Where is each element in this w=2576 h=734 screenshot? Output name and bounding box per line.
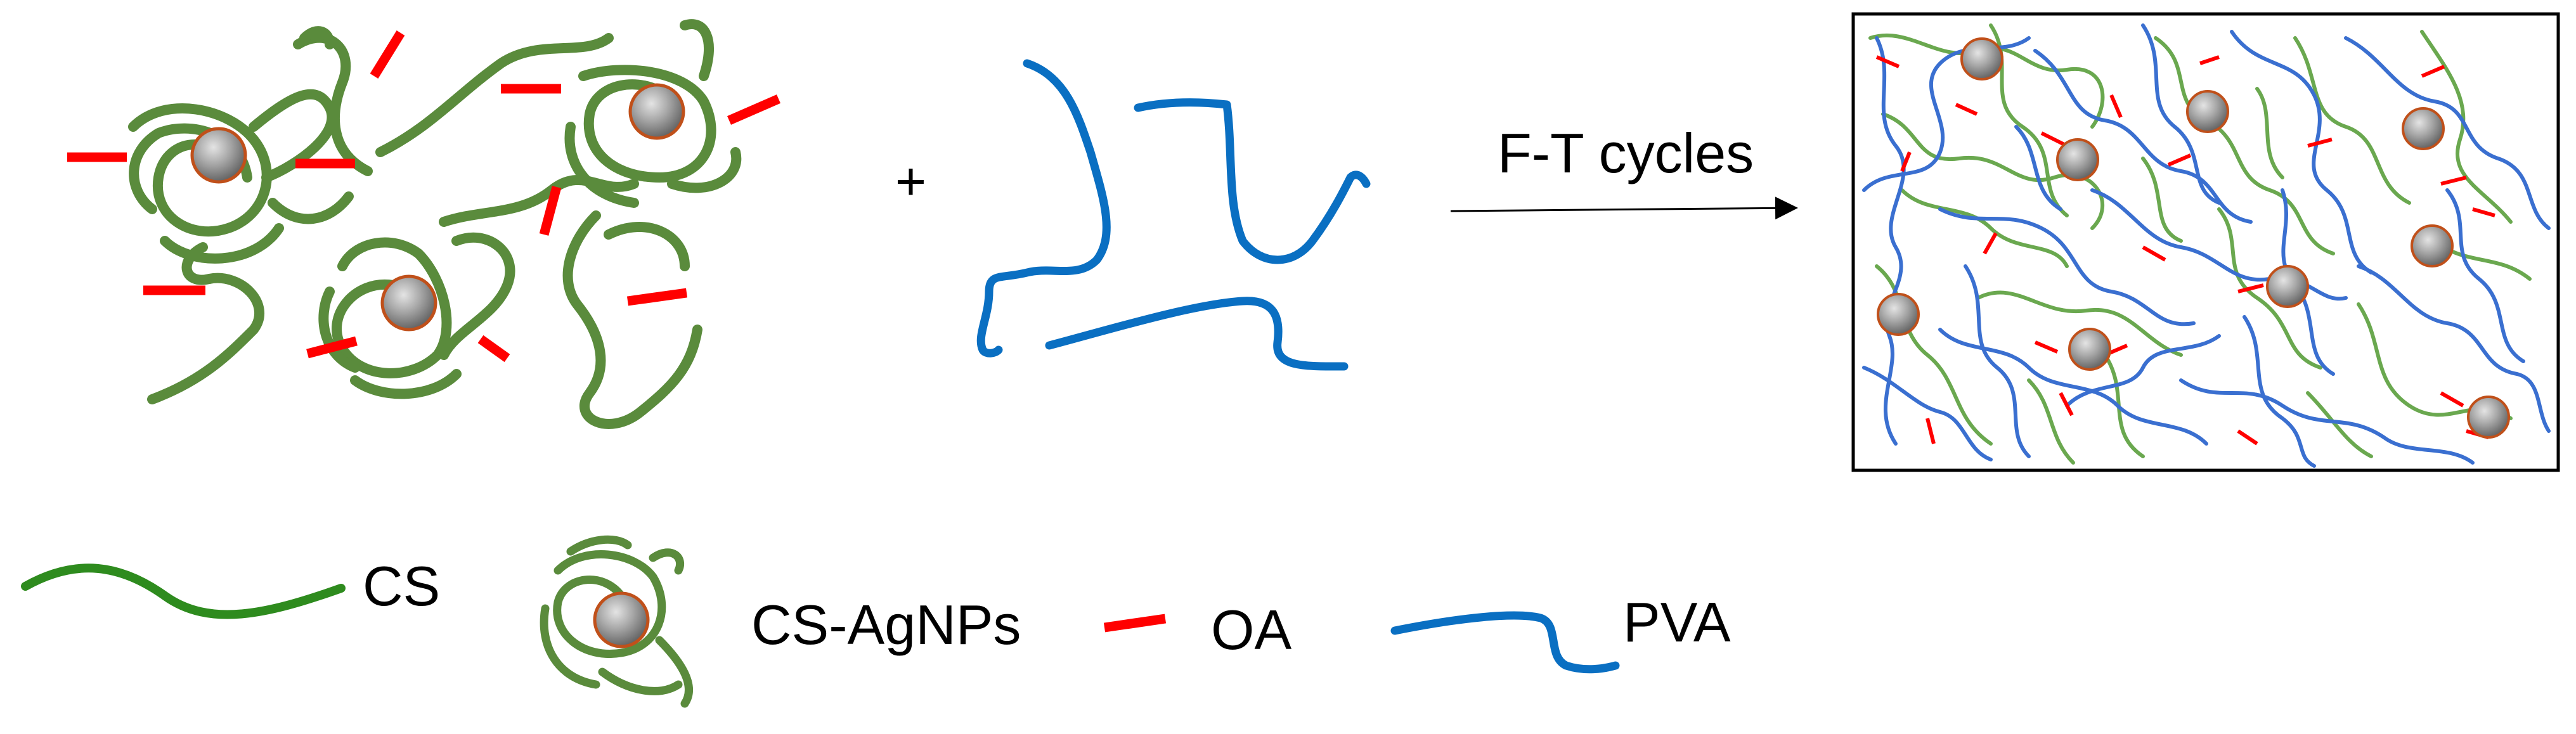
silver-nanoparticle [2056, 138, 2099, 181]
arrow-label: F-T cycles [1498, 122, 1754, 184]
silver-nanoparticle [593, 591, 650, 648]
legend-label-cs: CS [363, 555, 440, 617]
silver-nanoparticle [380, 274, 437, 332]
silver-nanoparticle [628, 83, 685, 140]
legend-item-oa: OA [1103, 598, 1291, 661]
process-arrow [1450, 196, 1798, 220]
legend-label-pva: PVA [1623, 591, 1731, 654]
legend-label-oa: OA [1211, 598, 1291, 661]
silver-nanoparticle [1877, 293, 1920, 336]
silver-nanoparticle [190, 127, 247, 184]
silver-nanoparticle [2068, 328, 2111, 371]
plus-sign: + [895, 151, 926, 211]
cs-legend-swatch [21, 563, 346, 619]
silver-nanoparticle [1960, 37, 2003, 80]
legend-item-cs: CS [21, 555, 440, 619]
silver-nanoparticle [2411, 224, 2454, 267]
legend: CS CS-AgNPs OA PVA [21, 535, 1731, 708]
cs-agnps-oa-mixture [67, 19, 780, 429]
oa-legend-swatch [1103, 614, 1167, 633]
cs-agnps-legend-swatch [540, 535, 693, 708]
legend-label-cs-agnps: CS-AgNPs [751, 593, 1021, 656]
silver-nanoparticle [2186, 90, 2229, 133]
pva-legend-swatch [1390, 611, 1620, 674]
pva-chains [976, 59, 1371, 371]
legend-item-cs-agnps: CS-AgNPs [540, 535, 1021, 708]
silver-nanoparticle [2467, 396, 2510, 439]
hydrogel-network [1851, 12, 2560, 472]
silver-nanoparticle [2266, 265, 2309, 308]
legend-item-pva: PVA [1390, 591, 1731, 674]
silver-nanoparticle [2402, 107, 2445, 150]
